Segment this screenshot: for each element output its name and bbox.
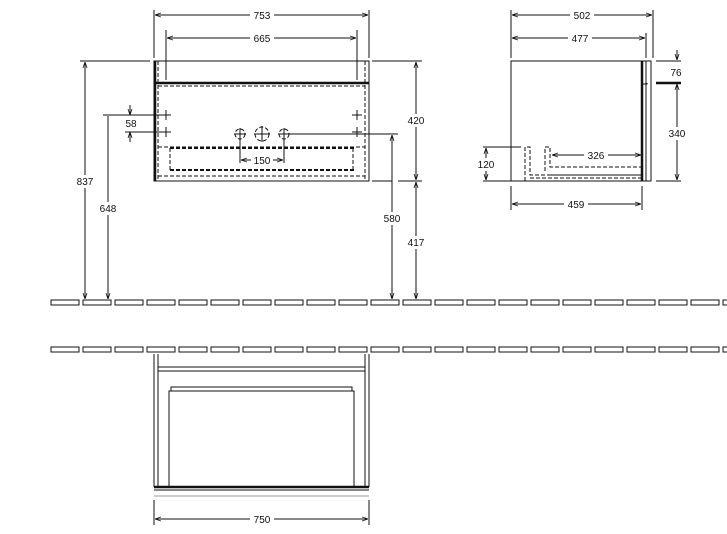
wall-tile <box>626 299 656 306</box>
wall-tile <box>338 346 368 353</box>
wall-tile <box>562 299 592 306</box>
wall-tile <box>242 346 272 353</box>
tap-holes <box>234 126 290 142</box>
dim-total-height: 837 <box>77 177 94 188</box>
wall-tile <box>82 299 112 306</box>
wall-tile <box>82 346 112 353</box>
wall-tile <box>50 299 80 306</box>
wall-tiles-lower <box>50 346 727 353</box>
wall-tile <box>466 346 496 353</box>
wall-tile <box>498 346 528 353</box>
wall-tile <box>434 346 464 353</box>
wall-tile <box>338 299 368 306</box>
wall-tile <box>210 346 240 353</box>
wall-tile <box>722 299 727 306</box>
wall-tile <box>402 346 432 353</box>
wall-tile <box>146 346 176 353</box>
dim-siphon-height: 120 <box>478 160 495 171</box>
wall-tile <box>306 346 336 353</box>
front-panel <box>645 60 652 182</box>
wall-tile <box>562 346 592 353</box>
wall-tile <box>690 299 720 306</box>
wall-tile <box>114 346 144 353</box>
wall-tile <box>690 346 720 353</box>
side-view: 502 477 76 340 120 326 459 <box>476 8 688 211</box>
dim-tap-hole-spacing: 150 <box>254 156 271 167</box>
dim-unit-height: 420 <box>408 116 425 127</box>
plan-view: 750 <box>153 354 370 526</box>
wall-tile <box>658 299 688 306</box>
dim-plan-width: 750 <box>254 515 271 526</box>
drawer <box>168 390 355 488</box>
dim-drawer-depth: 326 <box>588 151 605 162</box>
wall-tile <box>178 346 208 353</box>
dim-overall-depth: 502 <box>574 11 591 22</box>
wall-tile <box>306 299 336 306</box>
dim-floor-clearance: 417 <box>408 238 425 249</box>
wall-tile <box>210 299 240 306</box>
mount-hole-markers <box>161 110 362 137</box>
wall-tile <box>242 299 272 306</box>
dim-cabinet-height: 340 <box>669 129 686 140</box>
wall-tile <box>370 299 400 306</box>
wall-tile <box>594 299 624 306</box>
wall-tile <box>722 346 727 353</box>
wall-tile <box>402 299 432 306</box>
dim-mount-hole-vertical-spacing: 58 <box>125 119 137 130</box>
dim-top-thickness: 76 <box>670 68 682 79</box>
wall-tile <box>274 346 304 353</box>
wall-tile <box>498 299 528 306</box>
wall-tile <box>466 299 496 306</box>
wall-tile <box>370 346 400 353</box>
dim-tap-height: 580 <box>384 214 401 225</box>
wall-tiles-upper <box>50 299 727 306</box>
wall-tile <box>594 346 624 353</box>
wall-tile <box>178 299 208 306</box>
wall-tile <box>114 299 144 306</box>
wall-tile <box>274 299 304 306</box>
front-view: 753 665 837 648 58 150 580 420 417 <box>74 8 427 299</box>
dim-mount-hole-height: 648 <box>100 204 117 215</box>
dim-overall-width: 753 <box>254 11 271 22</box>
dim-mount-hole-spacing: 665 <box>254 34 271 45</box>
dim-inner-depth: 459 <box>568 200 585 211</box>
dim-cabinet-depth: 477 <box>572 34 589 45</box>
wall-tile <box>50 346 80 353</box>
wall-tile <box>530 346 560 353</box>
wall-tile <box>658 346 688 353</box>
wall-tile <box>434 299 464 306</box>
wall-tile <box>146 299 176 306</box>
wall-tile <box>530 299 560 306</box>
wall-tile <box>626 346 656 353</box>
